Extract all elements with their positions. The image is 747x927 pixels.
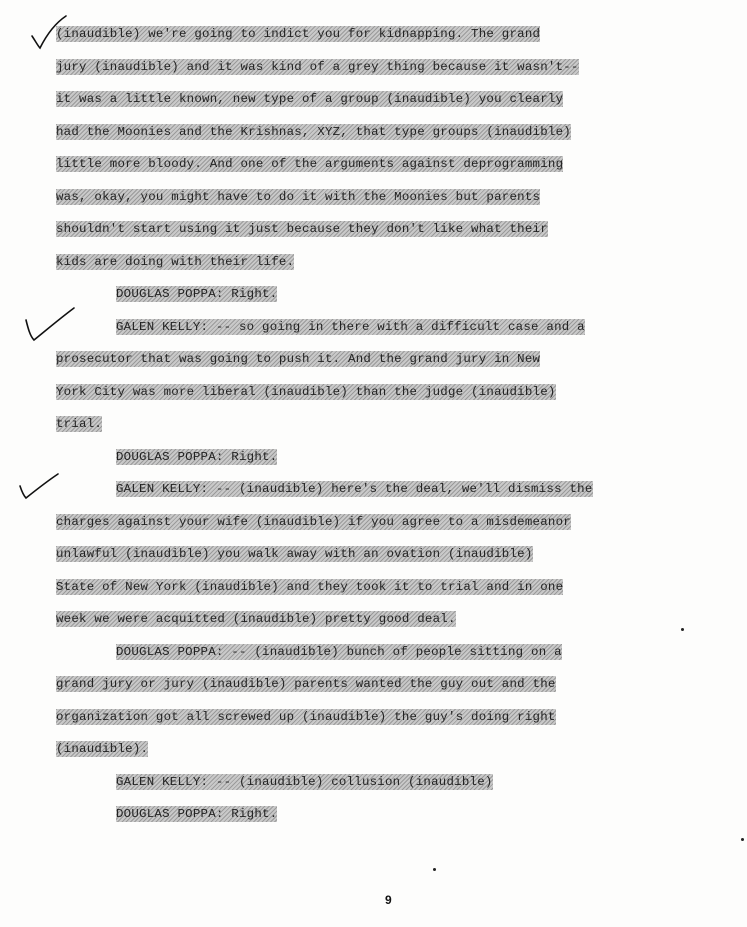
transcript-line: organization got all screwed up (inaudib…	[56, 701, 728, 734]
transcript-line-text: prosecutor that was going to push it. An…	[56, 351, 541, 367]
transcript-line: (inaudible) we're going to indict you fo…	[56, 18, 728, 51]
transcript-line-text: was, okay, you might have to do it with …	[56, 188, 541, 205]
transcript-line-text: DOUGLAS POPPA: Right.	[116, 448, 278, 465]
transcript-line: charges against your wife (inaudible) if…	[56, 506, 728, 539]
transcript-body: (inaudible) we're going to indict you fo…	[56, 18, 728, 831]
checkmark-icon	[19, 473, 59, 500]
transcript-line: GALEN KELLY: -- (inaudible) here's the d…	[56, 473, 728, 506]
transcript-line: little more bloody. And one of the argum…	[56, 148, 728, 181]
transcript-line-text: jury (inaudible) and it was kind of a gr…	[56, 58, 579, 75]
transcript-line-text: unlawful (inaudible) you walk away with …	[56, 546, 533, 562]
page-number: 9	[385, 893, 392, 907]
transcript-line: State of New York (inaudible) and they t…	[56, 571, 728, 604]
transcript-line: DOUGLAS POPPA: Right.	[56, 441, 728, 474]
transcript-line-text: DOUGLAS POPPA: -- (inaudible) bunch of p…	[116, 643, 562, 660]
transcript-line-text: charges against your wife (inaudible) if…	[56, 513, 571, 530]
transcript-line: kids are doing with their life.	[56, 246, 728, 279]
transcript-line-text: shouldn't start using it just because th…	[56, 221, 548, 237]
transcript-line: week we were acquitted (inaudible) prett…	[56, 603, 728, 636]
transcript-line-text: (inaudible).	[56, 741, 149, 757]
transcript-line-text: York City was more liberal (inaudible) t…	[56, 383, 556, 400]
transcript-line-text: grand jury or jury (inaudible) parents w…	[56, 676, 556, 692]
transcript-line-text: organization got all screwed up (inaudib…	[56, 708, 556, 725]
transcript-line: shouldn't start using it just because th…	[56, 213, 728, 246]
transcript-line: it was a little known, new type of a gro…	[56, 83, 728, 116]
transcript-line-text: trial.	[56, 416, 103, 432]
scan-speck	[433, 868, 436, 871]
transcript-line-text: it was a little known, new type of a gro…	[56, 91, 564, 107]
transcript-line-text: (inaudible) we're going to indict you fo…	[56, 26, 541, 42]
transcript-line: trial.	[56, 408, 728, 441]
transcript-line: grand jury or jury (inaudible) parents w…	[56, 668, 728, 701]
transcript-line: GALEN KELLY: -- so going in there with a…	[56, 311, 728, 344]
transcript-line-text: kids are doing with their life.	[56, 253, 295, 270]
transcript-line-text: GALEN KELLY: -- so going in there with a…	[116, 318, 585, 335]
transcript-line: prosecutor that was going to push it. An…	[56, 343, 728, 376]
transcript-line-text: GALEN KELLY: -- (inaudible) collusion (i…	[116, 773, 493, 790]
checkmark-icon	[31, 15, 67, 50]
transcript-line: GALEN KELLY: -- (inaudible) collusion (i…	[56, 766, 728, 799]
transcript-line-text: DOUGLAS POPPA: Right.	[116, 286, 278, 302]
transcript-line: jury (inaudible) and it was kind of a gr…	[56, 51, 728, 84]
transcript-line-text: GALEN KELLY: -- (inaudible) here's the d…	[116, 481, 593, 497]
transcript-line-text: DOUGLAS POPPA: Right.	[116, 806, 278, 822]
scan-speck	[741, 838, 744, 841]
transcript-line: DOUGLAS POPPA: Right.	[56, 278, 728, 311]
transcript-line-text: had the Moonies and the Krishnas, XYZ, t…	[56, 123, 571, 140]
transcript-line-text: little more bloody. And one of the argum…	[56, 156, 564, 172]
transcript-line-text: State of New York (inaudible) and they t…	[56, 578, 564, 595]
scan-speck	[681, 628, 684, 631]
transcript-line: had the Moonies and the Krishnas, XYZ, t…	[56, 116, 728, 149]
transcript-line: (inaudible).	[56, 733, 728, 766]
transcript-line-text: week we were acquitted (inaudible) prett…	[56, 611, 456, 627]
checkmark-icon	[25, 307, 75, 342]
transcript-line: York City was more liberal (inaudible) t…	[56, 376, 728, 409]
transcript-line: was, okay, you might have to do it with …	[56, 181, 728, 214]
transcript-line: DOUGLAS POPPA: Right.	[56, 798, 728, 831]
transcript-line: unlawful (inaudible) you walk away with …	[56, 538, 728, 571]
transcript-line: DOUGLAS POPPA: -- (inaudible) bunch of p…	[56, 636, 728, 669]
